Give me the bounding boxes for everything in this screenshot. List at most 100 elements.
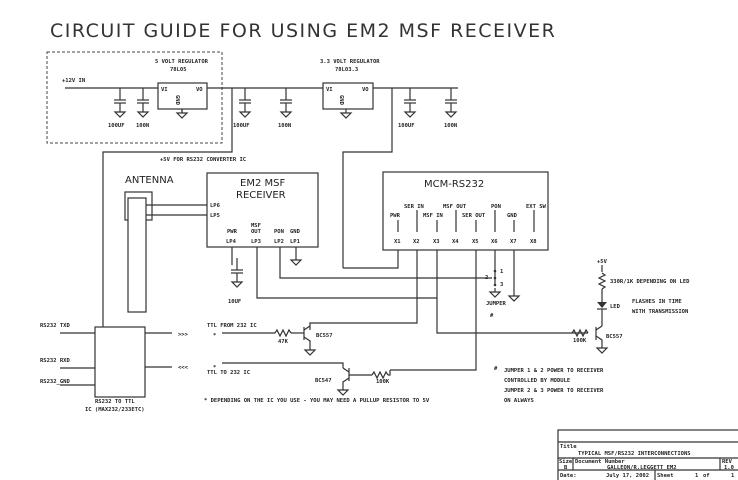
svg-text:TYPICAL MSF/RS232 INTERCONNECT: TYPICAL MSF/RS232 INTERCONNECTIONS xyxy=(578,451,691,457)
svg-text:X4: X4 xyxy=(452,239,459,245)
svg-text:RS232 TXD: RS232 TXD xyxy=(40,323,70,329)
svg-text:BC547: BC547 xyxy=(315,378,332,384)
svg-text:B: B xyxy=(564,465,568,471)
svg-text:Sheet: Sheet xyxy=(657,473,674,479)
svg-text:1: 1 xyxy=(731,473,735,479)
svg-text:RECEIVER: RECEIVER xyxy=(236,190,286,201)
svg-text:EM2 MSF: EM2 MSF xyxy=(240,178,285,189)
svg-text:Size: Size xyxy=(559,459,573,465)
svg-text:GND: GND xyxy=(338,95,344,106)
svg-text:FLASHES IN TIME: FLASHES IN TIME xyxy=(632,299,682,305)
svg-text:330R/1K DEPENDING ON LED: 330R/1K DEPENDING ON LED xyxy=(610,279,690,285)
svg-text:MSF OUT: MSF OUT xyxy=(443,204,467,210)
svg-text:GND: GND xyxy=(290,229,301,235)
svg-text:47K: 47K xyxy=(278,339,289,345)
svg-text:2: 2 xyxy=(485,275,488,281)
svg-text:RS232 RXD: RS232 RXD xyxy=(40,358,70,364)
svg-text:Title: Title xyxy=(560,444,577,450)
svg-text:MCM-RS232: MCM-RS232 xyxy=(424,179,484,190)
svg-text:#: # xyxy=(490,313,494,319)
regulator-5v xyxy=(157,82,208,110)
svg-text:LP6: LP6 xyxy=(210,203,221,209)
svg-text:+5V FOR RS232 CONVERTER IC: +5V FOR RS232 CONVERTER IC xyxy=(160,157,246,163)
svg-text:VO: VO xyxy=(362,87,369,93)
svg-text:July 17, 2002: July 17, 2002 xyxy=(606,473,649,479)
svg-text:100UF: 100UF xyxy=(233,123,250,129)
svg-text:78L05: 78L05 xyxy=(170,67,187,73)
page-title: CIRCUIT GUIDE FOR USING EM2 MSF RECEIVER xyxy=(50,20,556,42)
svg-text:JUMPER 2 & 3 POWER TO RECEIVER: JUMPER 2 & 3 POWER TO RECEIVER xyxy=(504,388,604,394)
svg-text:100UF: 100UF xyxy=(108,123,125,129)
svg-text:>>>: >>> xyxy=(178,332,189,338)
svg-text:1: 1 xyxy=(500,269,504,275)
svg-text:10UF: 10UF xyxy=(228,299,241,305)
svg-text:ON ALWAYS: ON ALWAYS xyxy=(504,398,534,404)
svg-text:WITH TRANSMISSION: WITH TRANSMISSION xyxy=(632,309,688,315)
svg-text:RS232 TO TTL: RS232 TO TTL xyxy=(95,399,135,405)
svg-text:5 VOLT REGULATOR: 5 VOLT REGULATOR xyxy=(155,59,209,65)
svg-text:<<<: <<< xyxy=(178,365,189,371)
svg-text:OUT: OUT xyxy=(251,229,262,235)
svg-text:PWR: PWR xyxy=(390,213,401,219)
svg-text:Date:: Date: xyxy=(560,473,577,479)
svg-text:LP1: LP1 xyxy=(290,239,301,245)
svg-text:BC557: BC557 xyxy=(606,334,623,340)
svg-text:VO: VO xyxy=(196,87,203,93)
svg-text:PWR: PWR xyxy=(227,229,238,235)
jumper-notes: # JUMPER 1 & 2 POWER TO RECEIVER CONTROL… xyxy=(494,366,604,404)
svg-text:EXT SW: EXT SW xyxy=(526,204,547,210)
svg-text:GND: GND xyxy=(507,213,518,219)
svg-text:3.3 VOLT REGULATOR: 3.3 VOLT REGULATOR xyxy=(320,59,380,65)
svg-text:ANTENNA: ANTENNA xyxy=(125,175,174,186)
svg-text:100N: 100N xyxy=(278,123,291,129)
svg-text:LP5: LP5 xyxy=(210,213,220,219)
svg-text:LED: LED xyxy=(610,304,621,310)
svg-text:1: 1 xyxy=(695,473,699,479)
antenna: ANTENNA xyxy=(124,175,207,313)
svg-text:RS232_GND: RS232_GND xyxy=(40,379,70,385)
svg-text:LP2: LP2 xyxy=(274,239,284,245)
svg-text:TTL TO 232 IC: TTL TO 232 IC xyxy=(207,370,250,376)
svg-text:GND: GND xyxy=(174,95,180,106)
svg-text:100UF: 100UF xyxy=(398,123,415,129)
svg-text:*: * xyxy=(213,365,216,371)
svg-text:X1: X1 xyxy=(394,239,401,245)
svg-text:TTL FROM 232 IC: TTL FROM 232 IC xyxy=(207,323,257,329)
power-supply-section: +12V IN 5 VOLT REGULATOR 78L05 VI VO GND… xyxy=(46,51,458,327)
mcm-rs232-module: MCM-RS232 PWR SER IN MSF IN MSF OUT SER … xyxy=(309,171,588,371)
svg-text:78L03.3: 78L03.3 xyxy=(335,67,358,73)
svg-text:3: 3 xyxy=(500,282,503,288)
svg-text:#: # xyxy=(494,366,498,372)
svg-text:SER IN: SER IN xyxy=(404,204,424,210)
led-indicator: +5V 330R/1K DEPENDING ON LED LED FLASHES… xyxy=(571,259,690,354)
em2-msf-receiver: EM2 MSF RECEIVER LP6 LP5 PWR MSF OUT PON… xyxy=(206,172,492,305)
svg-text:JUMPER 1 & 2 POWER TO RECEIVER: JUMPER 1 & 2 POWER TO RECEIVER xyxy=(504,368,604,374)
svg-text:VI: VI xyxy=(326,87,333,93)
5v-regulator-dashed-box xyxy=(46,51,223,144)
svg-text:LP4: LP4 xyxy=(226,239,237,245)
svg-text:X6: X6 xyxy=(491,239,498,245)
svg-text:of: of xyxy=(703,473,710,479)
svg-text:X3: X3 xyxy=(433,239,440,245)
jumper: 1 2 3 JUMPER # xyxy=(485,269,507,319)
title-block: Title TYPICAL MSF/RS232 INTERCONNECTIONS… xyxy=(557,429,738,480)
svg-text:CONTROLLED BY MODULE: CONTROLLED BY MODULE xyxy=(504,378,570,384)
svg-text:GALLEON/R.LEGGETT EM2: GALLEON/R.LEGGETT EM2 xyxy=(607,465,677,471)
svg-text:PON: PON xyxy=(491,204,501,210)
svg-text:SER OUT: SER OUT xyxy=(462,213,486,219)
svg-text:X8: X8 xyxy=(530,239,537,245)
svg-text:100N: 100N xyxy=(136,123,149,129)
regulator-3v3 xyxy=(322,82,374,110)
svg-text:*: * xyxy=(213,333,216,339)
svg-text:X2: X2 xyxy=(413,239,420,245)
footnote: * DEPENDING ON THE IC YOU USE - YOU MAY … xyxy=(204,398,430,404)
svg-text:X5: X5 xyxy=(472,239,479,245)
svg-text:1.0: 1.0 xyxy=(724,465,734,471)
svg-text:VI: VI xyxy=(161,87,168,93)
rs232-converter: RS232 TXD RS232 RXD RS232_GND RS232 TO T… xyxy=(40,323,391,413)
svg-text:PON: PON xyxy=(274,229,284,235)
svg-text:Document Number: Document Number xyxy=(575,459,625,465)
svg-text:+5V: +5V xyxy=(597,259,608,265)
12v-input-label: +12V IN xyxy=(62,78,85,84)
